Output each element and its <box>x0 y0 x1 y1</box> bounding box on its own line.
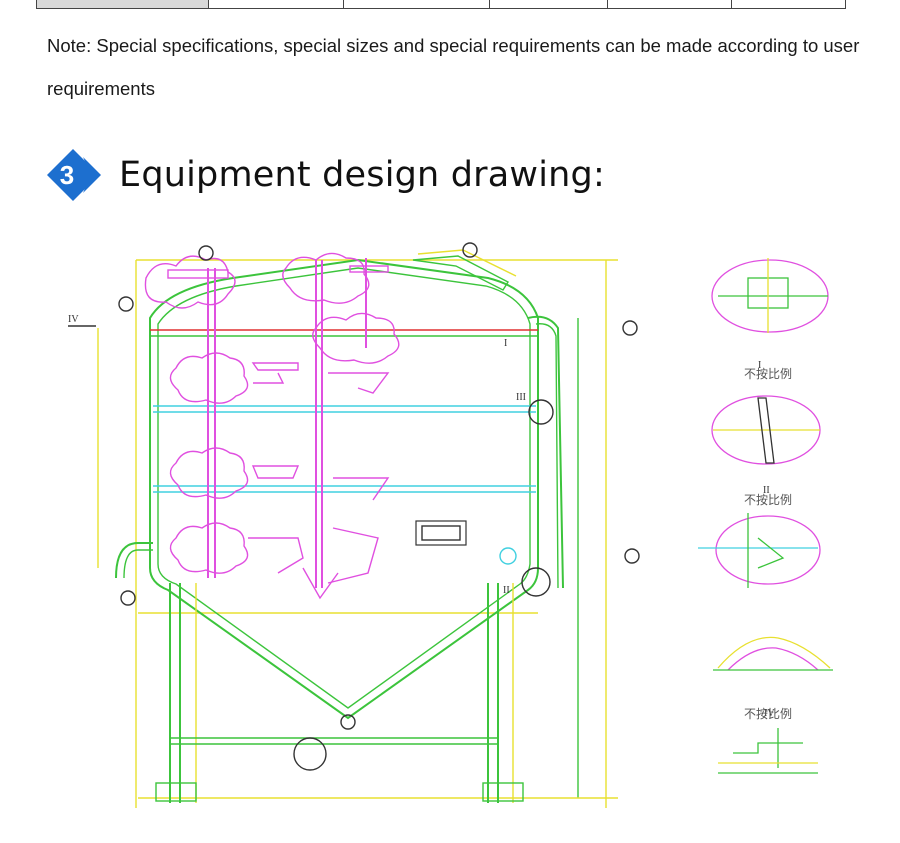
scale-note: 不按比例 <box>744 707 792 721</box>
table-column-divider <box>489 0 490 8</box>
diamond-arrow-icon <box>47 149 101 201</box>
detail-label: I <box>504 338 507 349</box>
section-title: Equipment design drawing: <box>119 155 605 195</box>
section-number: 3 <box>59 160 75 190</box>
detail-label: I <box>758 360 761 371</box>
section-number-badge: 3 <box>45 147 101 203</box>
view-label: IV <box>68 314 79 325</box>
tank-cad-drawing: I II III IV I II IV 不按比例 不按比例 不按比例 <box>68 242 833 808</box>
detail-label: IV <box>764 708 775 719</box>
scale-note: 不按比例 <box>744 367 792 381</box>
table-column-divider <box>607 0 608 8</box>
scale-note: 不按比例 <box>744 493 792 507</box>
detail-label: II <box>763 485 770 496</box>
detail-label: II <box>503 585 510 596</box>
table-column-divider <box>343 0 344 8</box>
table-column-divider <box>731 0 732 8</box>
section-heading: 3 Equipment design drawing: <box>45 147 605 203</box>
table-bottom-edge <box>36 0 846 9</box>
note-text: Note: Special specifications, special si… <box>47 35 860 99</box>
detail-label: III <box>516 392 526 403</box>
equipment-design-drawing: I II III IV I II IV 不按比例 不按比例 不按比例 <box>58 238 848 813</box>
table-first-cell <box>37 0 209 8</box>
